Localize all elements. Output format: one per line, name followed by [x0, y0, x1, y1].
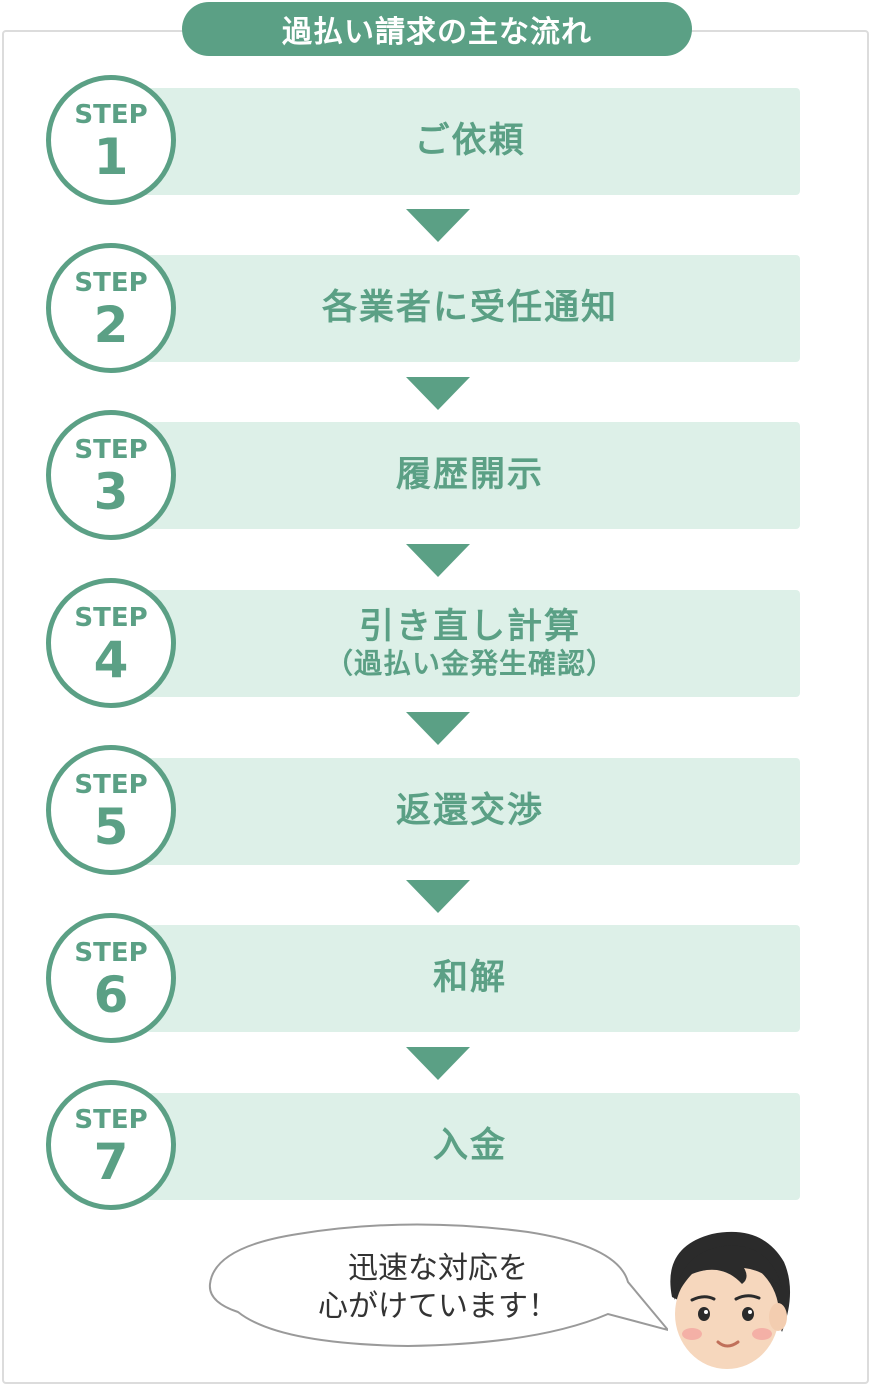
down-triangle-icon	[406, 712, 470, 745]
step-4-badge-prefix: STEP	[74, 603, 148, 633]
step-5-badge-prefix: STEP	[74, 770, 148, 800]
step-2-badge: STEP 2	[46, 243, 176, 373]
step-2-bar: 各業者に受任通知	[140, 255, 800, 362]
down-triangle-icon	[406, 544, 470, 577]
step-1-badge-prefix: STEP	[74, 100, 148, 130]
step-6-bar: 和解	[140, 925, 800, 1032]
speech-bubble: 迅速な対応を 心がけています！	[208, 1222, 671, 1352]
step-7-bar: 入金	[140, 1093, 800, 1200]
step-6-badge-prefix: STEP	[74, 938, 148, 968]
down-triangle-icon	[406, 880, 470, 913]
step-5-bar: 返還交渉	[140, 758, 800, 865]
step-5-label: 返還交渉	[395, 791, 544, 832]
step-1-bar: ご依頼	[140, 88, 800, 195]
step-7-badge-prefix: STEP	[74, 1105, 148, 1135]
step-6-badge: STEP 6	[46, 913, 176, 1043]
down-triangle-icon	[406, 1047, 470, 1080]
step-7-badge: STEP 7	[46, 1080, 176, 1210]
step-2-label: 各業者に受任通知	[321, 288, 618, 329]
down-triangle-icon	[406, 377, 470, 410]
speech-bubble-text: 迅速な対応を 心がけています！	[253, 1250, 623, 1326]
speech-bubble-shape	[208, 1223, 671, 1348]
step-3-badge-prefix: STEP	[74, 435, 148, 465]
step-7-label: 入金	[432, 1126, 507, 1167]
step-4-number: 4	[93, 631, 129, 689]
staff-avatar-icon	[670, 1231, 791, 1369]
step-6-label: 和解	[432, 958, 507, 999]
step-7-number: 7	[93, 1133, 129, 1191]
bubble-line-2: 心がけています！	[318, 1289, 558, 1324]
down-triangle-icon	[406, 209, 470, 242]
step-3-badge: STEP 3	[46, 410, 176, 540]
step-5-number: 5	[93, 798, 129, 856]
step-1-label: ご依頼	[414, 121, 526, 162]
step-4-bar: 引き直し計算 （過払い金発生確認）	[140, 590, 800, 697]
step-3-label: 履歴開示	[395, 455, 544, 496]
step-1-badge: STEP 1	[46, 75, 176, 205]
step-3-bar: 履歴開示	[140, 422, 800, 529]
step-5-badge: STEP 5	[46, 745, 176, 875]
step-6-number: 6	[93, 966, 129, 1024]
step-4-sublabel: （過払い金発生確認）	[324, 646, 615, 680]
step-2-badge-prefix: STEP	[74, 268, 148, 298]
step-3-number: 3	[93, 463, 129, 521]
step-2-number: 2	[93, 296, 129, 354]
step-4-badge: STEP 4	[46, 578, 176, 708]
flow-title: 過払い請求の主な流れ	[182, 2, 692, 56]
step-1-number: 1	[93, 128, 129, 186]
step-4-label: 引き直し計算	[358, 606, 581, 647]
bubble-line-1: 迅速な対応を	[348, 1251, 528, 1286]
